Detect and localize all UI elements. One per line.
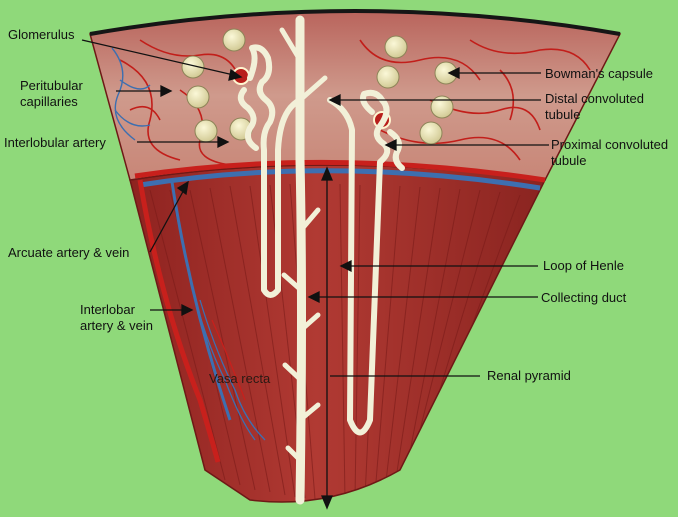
label-bowmans-capsule: Bowman's capsule xyxy=(545,66,653,82)
label-renal-pyramid: Renal pyramid xyxy=(487,368,571,384)
label-distal-line2: tubule xyxy=(545,107,580,123)
label-collecting-duct: Collecting duct xyxy=(541,290,626,306)
label-distal-line1: Distal convoluted xyxy=(545,91,644,107)
label-arcuate-artery-vein: Arcuate artery & vein xyxy=(8,245,129,261)
label-glomerulus: Glomerulus xyxy=(8,27,74,43)
label-peritubular-line2: capillaries xyxy=(20,94,78,110)
label-vasa-recta: Vasa recta xyxy=(209,371,270,387)
label-loop-of-henle: Loop of Henle xyxy=(543,258,624,274)
label-interlobar-line1: Interlobar xyxy=(80,302,135,318)
renal-cortex xyxy=(90,11,620,180)
label-interlobar-line2: artery & vein xyxy=(80,318,153,334)
label-interlobular-artery: Interlobular artery xyxy=(4,135,106,151)
label-peritubular-line1: Peritubular xyxy=(20,78,83,94)
label-proximal-line1: Proximal convoluted xyxy=(551,137,668,153)
renal-medulla xyxy=(130,165,545,502)
label-proximal-line2: tubule xyxy=(551,153,586,169)
